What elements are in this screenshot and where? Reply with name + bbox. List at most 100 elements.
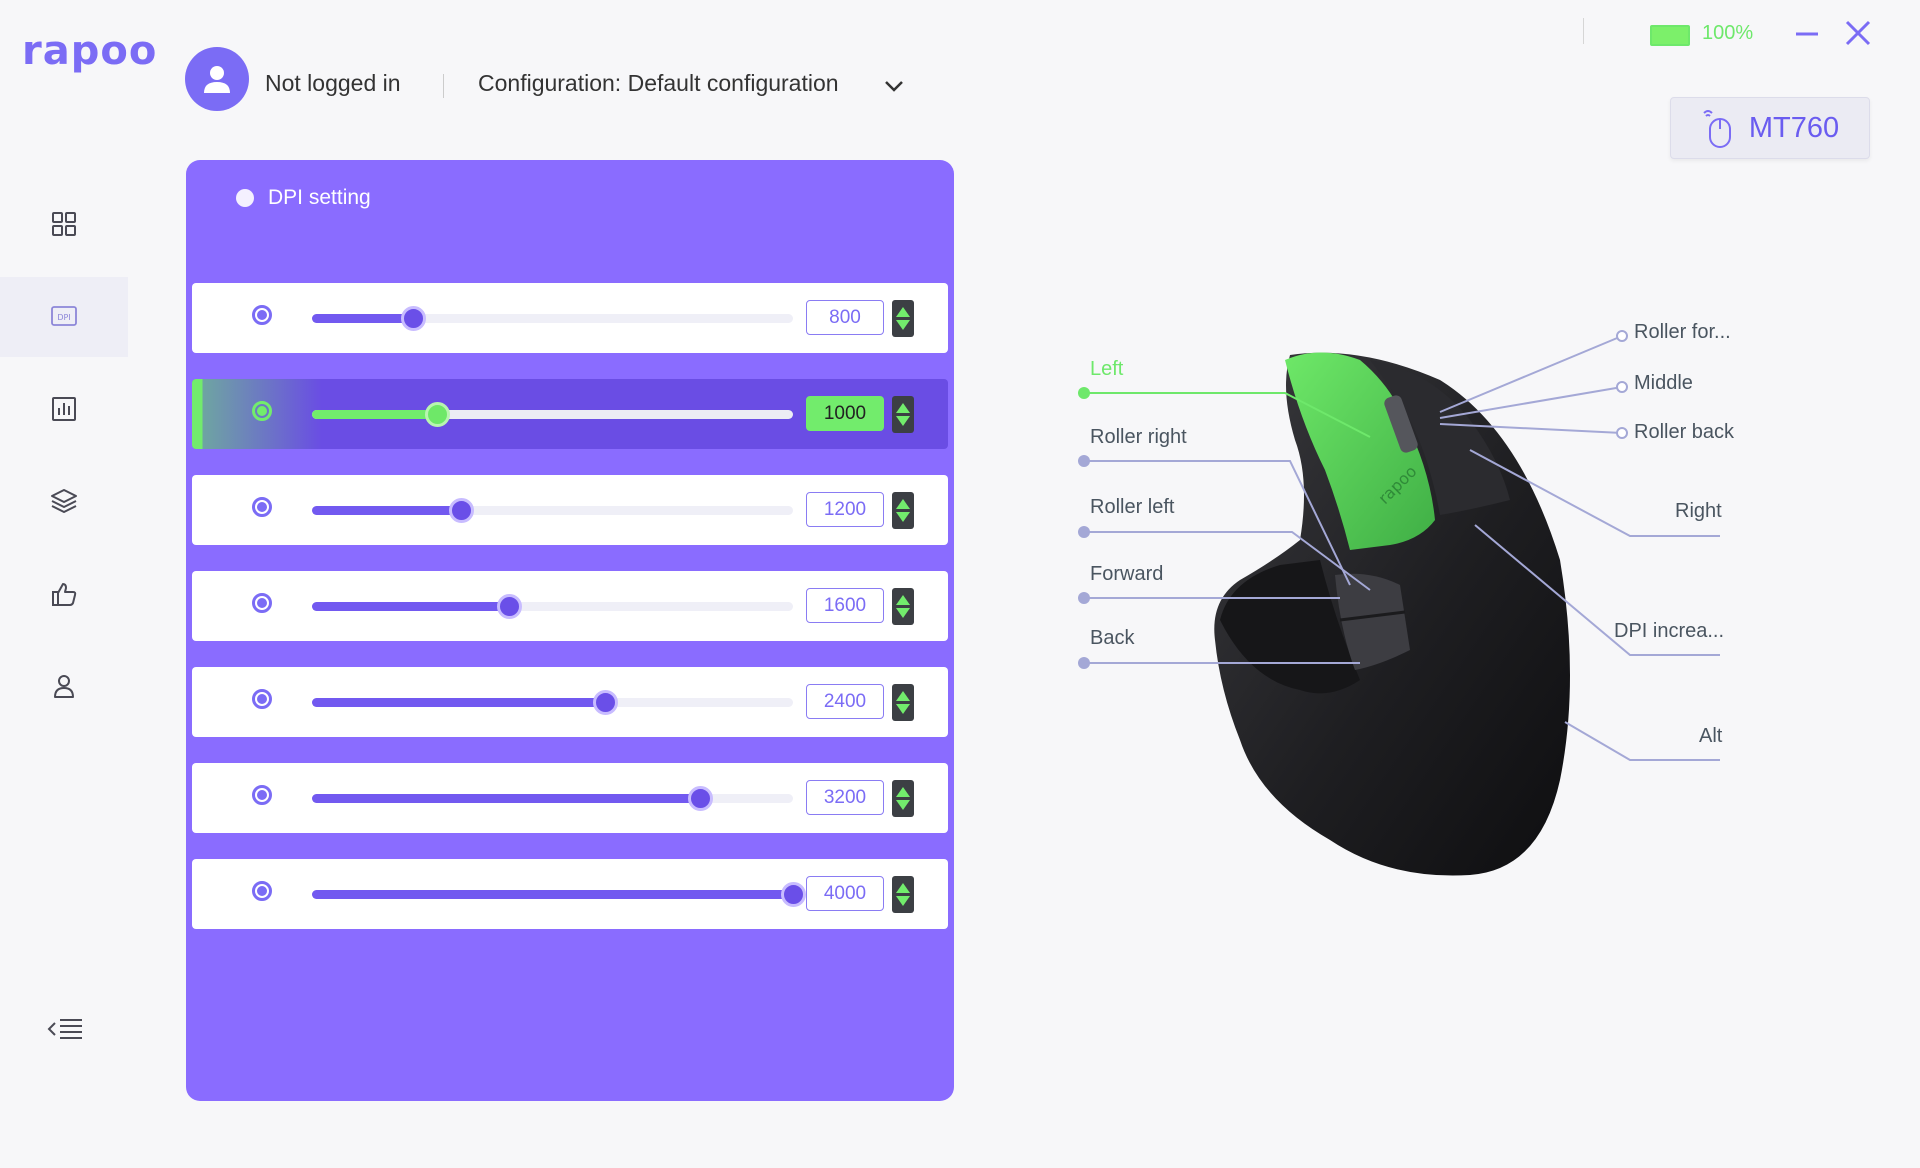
dpi-slider-fill xyxy=(312,890,793,899)
mouse-label-forward[interactable]: Forward xyxy=(1090,563,1164,585)
mouse-right-button xyxy=(1370,360,1510,515)
close-button[interactable] xyxy=(1843,18,1873,48)
thumbs-up-icon xyxy=(52,583,77,606)
increase-arrow-icon[interactable] xyxy=(896,499,910,509)
dpi-level-row[interactable]: 4000 xyxy=(192,859,948,929)
dpi-value-input[interactable]: 4000 xyxy=(806,876,884,911)
dpi-stepper[interactable] xyxy=(892,684,914,721)
dpi-stepper[interactable] xyxy=(892,780,914,817)
sidebar-item-layers[interactable] xyxy=(0,461,128,541)
dpi-slider-thumb[interactable] xyxy=(593,690,618,715)
mouse-label-dpi-increase[interactable]: DPI increa... xyxy=(1614,620,1725,642)
mouse-label-roller-forward[interactable]: Roller for... xyxy=(1634,321,1731,343)
mouse-label-back[interactable]: Back xyxy=(1090,627,1135,649)
dpi-stepper[interactable] xyxy=(892,588,914,625)
dpi-level-row[interactable]: 1600 xyxy=(192,571,948,641)
sidebar-item-feedback[interactable] xyxy=(0,554,128,634)
increase-arrow-icon[interactable] xyxy=(896,403,910,413)
dpi-slider-track[interactable] xyxy=(312,498,793,523)
mouse-thumb-rest xyxy=(1220,560,1360,694)
dpi-level-radio[interactable] xyxy=(252,785,272,805)
dpi-level-row[interactable]: 1200 xyxy=(192,475,948,545)
header-divider xyxy=(443,74,444,98)
dpi-value-input[interactable]: 1000 xyxy=(806,396,884,431)
dpi-value-input[interactable]: 1200 xyxy=(806,492,884,527)
increase-arrow-icon[interactable] xyxy=(896,787,910,797)
dpi-level-radio[interactable] xyxy=(252,401,272,421)
decrease-arrow-icon[interactable] xyxy=(896,416,910,426)
dpi-panel-header: DPI setting xyxy=(236,186,371,210)
decrease-arrow-icon[interactable] xyxy=(896,608,910,618)
titlebar-divider xyxy=(1583,18,1584,44)
dpi-level-radio[interactable] xyxy=(252,305,272,325)
decrease-arrow-icon[interactable] xyxy=(896,800,910,810)
dpi-slider-thumb[interactable] xyxy=(497,594,522,619)
minimize-button[interactable] xyxy=(1794,20,1820,46)
dpi-stepper[interactable] xyxy=(892,300,914,337)
dpi-level-radio[interactable] xyxy=(252,497,272,517)
dpi-level-radio[interactable] xyxy=(252,881,272,901)
mouse-wheel xyxy=(1384,395,1418,453)
sidebar-item-stats[interactable] xyxy=(0,369,128,449)
sidebar-item-dpi[interactable]: DPI xyxy=(0,277,128,357)
dpi-level-radio[interactable] xyxy=(252,689,272,709)
dpi-icon: DPI xyxy=(51,306,77,326)
sidebar-item-account[interactable] xyxy=(0,646,128,726)
dpi-value-input[interactable]: 1600 xyxy=(806,588,884,623)
configuration-selector[interactable]: Configuration: Default configuration xyxy=(478,70,839,96)
dpi-slider-track[interactable] xyxy=(312,786,793,811)
rapoo-logo: rapoo xyxy=(22,28,158,74)
collapse-sidebar-button[interactable] xyxy=(44,1012,86,1046)
dpi-slider-track[interactable] xyxy=(312,306,793,331)
dpi-stepper[interactable] xyxy=(892,492,914,529)
dpi-slider-thumb[interactable] xyxy=(781,882,806,907)
dpi-level-row[interactable]: 800 xyxy=(192,283,948,353)
dpi-level-row[interactable]: 2400 xyxy=(192,667,948,737)
grid-icon xyxy=(52,212,76,236)
increase-arrow-icon[interactable] xyxy=(896,883,910,893)
dpi-level-row[interactable]: 1000 xyxy=(192,379,948,449)
dpi-slider-track[interactable] xyxy=(312,594,793,619)
dpi-slider-thumb[interactable] xyxy=(425,402,450,427)
mouse-label-middle[interactable]: Middle xyxy=(1634,372,1693,394)
decrease-arrow-icon[interactable] xyxy=(896,896,910,906)
avatar[interactable] xyxy=(185,47,249,111)
dpi-stepper[interactable] xyxy=(892,876,914,913)
decrease-arrow-icon[interactable] xyxy=(896,320,910,330)
chevron-down-icon[interactable] xyxy=(880,72,908,100)
dpi-slider-thumb[interactable] xyxy=(449,498,474,523)
mouse-label-roller-right[interactable]: Roller right xyxy=(1090,426,1187,448)
mouse-left-button xyxy=(1285,352,1435,550)
dpi-value-input[interactable]: 800 xyxy=(806,300,884,335)
minimize-icon xyxy=(1796,32,1818,36)
dpi-slider-thumb[interactable] xyxy=(401,306,426,331)
dpi-level-radio[interactable] xyxy=(252,593,272,613)
dpi-slider-track[interactable] xyxy=(312,882,806,907)
mouse-label-roller-left[interactable]: Roller left xyxy=(1090,496,1175,518)
decrease-arrow-icon[interactable] xyxy=(896,512,910,522)
device-selector[interactable]: MT760 xyxy=(1670,97,1870,159)
sidebar-item-dashboard[interactable] xyxy=(0,184,128,264)
dpi-slider-fill xyxy=(312,506,461,515)
dpi-slider-thumb[interactable] xyxy=(688,786,713,811)
login-status[interactable]: Not logged in xyxy=(265,70,401,96)
mouse-label-roller-back[interactable]: Roller back xyxy=(1634,421,1735,443)
dpi-stepper[interactable] xyxy=(892,396,914,433)
mouse-label-right[interactable]: Right xyxy=(1675,500,1722,522)
dpi-slider-track[interactable] xyxy=(312,690,793,715)
dpi-slider-track[interactable] xyxy=(312,402,793,427)
mouse-illustration: rapoo xyxy=(1078,330,1720,876)
dpi-slider-fill xyxy=(312,314,413,323)
increase-arrow-icon[interactable] xyxy=(896,307,910,317)
decrease-arrow-icon[interactable] xyxy=(896,704,910,714)
battery-icon xyxy=(1650,25,1690,46)
mouse-label-left[interactable]: Left xyxy=(1090,358,1124,380)
increase-arrow-icon[interactable] xyxy=(896,691,910,701)
mouse-label-alt[interactable]: Alt xyxy=(1699,725,1723,747)
dpi-value-input[interactable]: 2400 xyxy=(806,684,884,719)
dpi-value-input[interactable]: 3200 xyxy=(806,780,884,815)
dpi-slider-fill xyxy=(312,602,509,611)
user-avatar-icon xyxy=(204,66,230,93)
increase-arrow-icon[interactable] xyxy=(896,595,910,605)
dpi-level-row[interactable]: 3200 xyxy=(192,763,948,833)
